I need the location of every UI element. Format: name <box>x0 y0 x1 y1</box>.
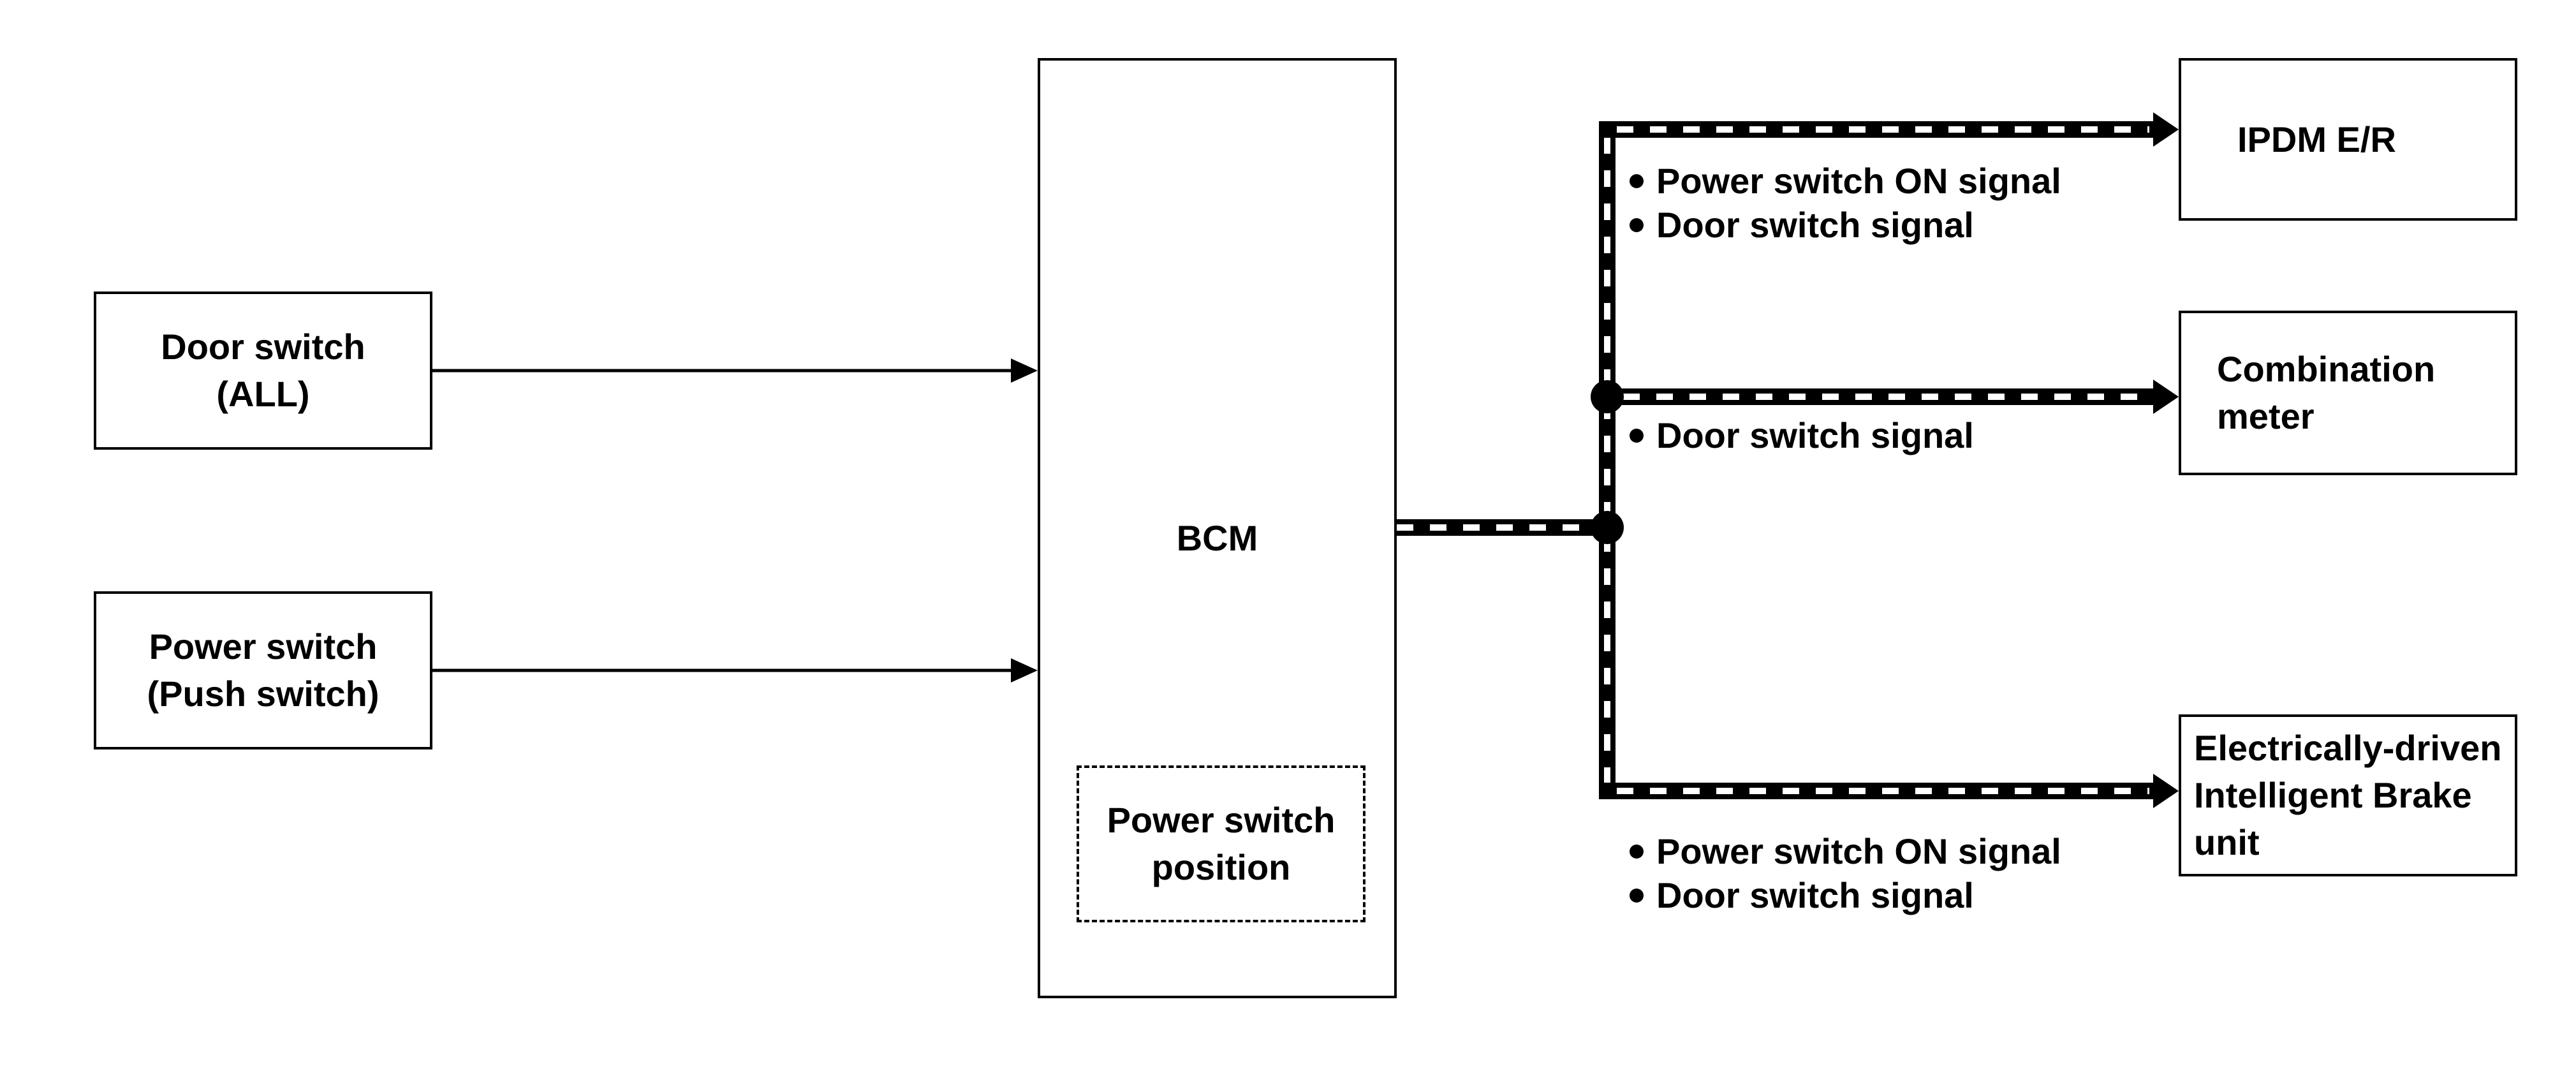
ipdm-signal-1: Power switch ON signal <box>1630 159 2061 203</box>
signal-text: Door switch signal <box>1656 875 1974 915</box>
brake-unit-label-1: Electrically-driven <box>2194 728 2502 768</box>
junction-dot-lower <box>1591 511 1624 544</box>
brake-unit-box: Electrically-driven Intelligent Brake un… <box>2179 714 2517 876</box>
power-switch-box: Power switch (Push switch) <box>94 591 432 749</box>
door-switch-label-1: Door switch <box>161 327 365 367</box>
brake-unit-signal-1: Power switch ON signal <box>1630 829 2061 874</box>
ipdm-box: IPDM E/R <box>2179 58 2517 221</box>
communication-lines <box>1397 112 2179 808</box>
power-switch-position-box: Power switch position <box>1077 765 1365 922</box>
junction-dot-upper <box>1591 380 1624 413</box>
brake-unit-label-2: Intelligent Brake <box>2194 775 2472 815</box>
ipdm-label: IPDM E/R <box>2237 119 2396 159</box>
brake-unit-label-3: unit <box>2194 822 2260 862</box>
signal-text: Power switch ON signal <box>1656 161 2061 201</box>
combination-meter-signal-1: Door switch signal <box>1630 413 1974 458</box>
bcm-box: BCM <box>1038 58 1397 998</box>
ipdm-signal-2: Door switch signal <box>1630 203 1974 247</box>
signal-text: Power switch ON signal <box>1656 831 2061 871</box>
power-switch-label-1: Power switch <box>149 626 378 667</box>
brake-unit-signal-2: Door switch signal <box>1630 873 1974 918</box>
door-switch-box: Door switch (ALL) <box>94 292 432 450</box>
bullet-icon <box>1630 218 1644 232</box>
door-switch-label-2: (ALL) <box>216 374 310 414</box>
bullet-icon <box>1630 889 1644 903</box>
brake-unit-arrowhead <box>2153 774 2179 808</box>
power-switch-position-label-1: Power switch <box>1107 800 1336 840</box>
bcm-label: BCM <box>1176 518 1258 558</box>
power-switch-label-2: (Push switch) <box>147 674 379 714</box>
power-switch-position-label-2: position <box>1151 847 1291 887</box>
bullet-icon <box>1630 429 1644 443</box>
combination-meter-label-2: meter <box>2217 396 2315 436</box>
combination-meter-arrowhead <box>2153 380 2179 414</box>
signal-text: Door switch signal <box>1656 415 1974 455</box>
ipdm-arrowhead <box>2153 112 2179 147</box>
power-switch-arrow <box>432 658 1038 683</box>
door-switch-arrow <box>432 358 1038 383</box>
combination-meter-box: Combination meter <box>2179 311 2517 475</box>
bullet-icon <box>1630 174 1644 188</box>
signal-text: Door switch signal <box>1656 205 1974 245</box>
combination-meter-label-1: Combination <box>2217 349 2436 389</box>
bullet-icon <box>1630 845 1644 859</box>
